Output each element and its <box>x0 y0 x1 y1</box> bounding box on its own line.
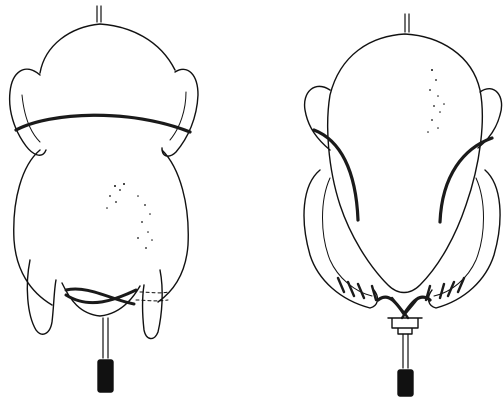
wing-string-back <box>16 115 190 132</box>
left-wing-string-breast <box>314 130 358 220</box>
leg-string-back <box>66 289 136 304</box>
bird-breast-view <box>304 14 502 396</box>
leg-bands <box>338 278 464 300</box>
bird-back-upper-outline <box>40 24 175 73</box>
tail-clamp-breast <box>388 318 422 334</box>
right-leg-breast <box>429 170 501 308</box>
bird-back-lower-outline <box>14 150 52 305</box>
left-wing-breast <box>305 86 330 150</box>
skin-texture-back <box>106 183 153 249</box>
right-drumstick-back <box>143 270 163 339</box>
rod-handle-right <box>398 370 413 396</box>
right-wing-string-breast <box>440 138 492 222</box>
skin-texture-breast <box>427 69 445 133</box>
right-wing-back <box>162 69 198 156</box>
left-wing-back <box>10 69 46 155</box>
rod-handle-left <box>98 360 113 392</box>
bird-back-view <box>10 6 198 392</box>
